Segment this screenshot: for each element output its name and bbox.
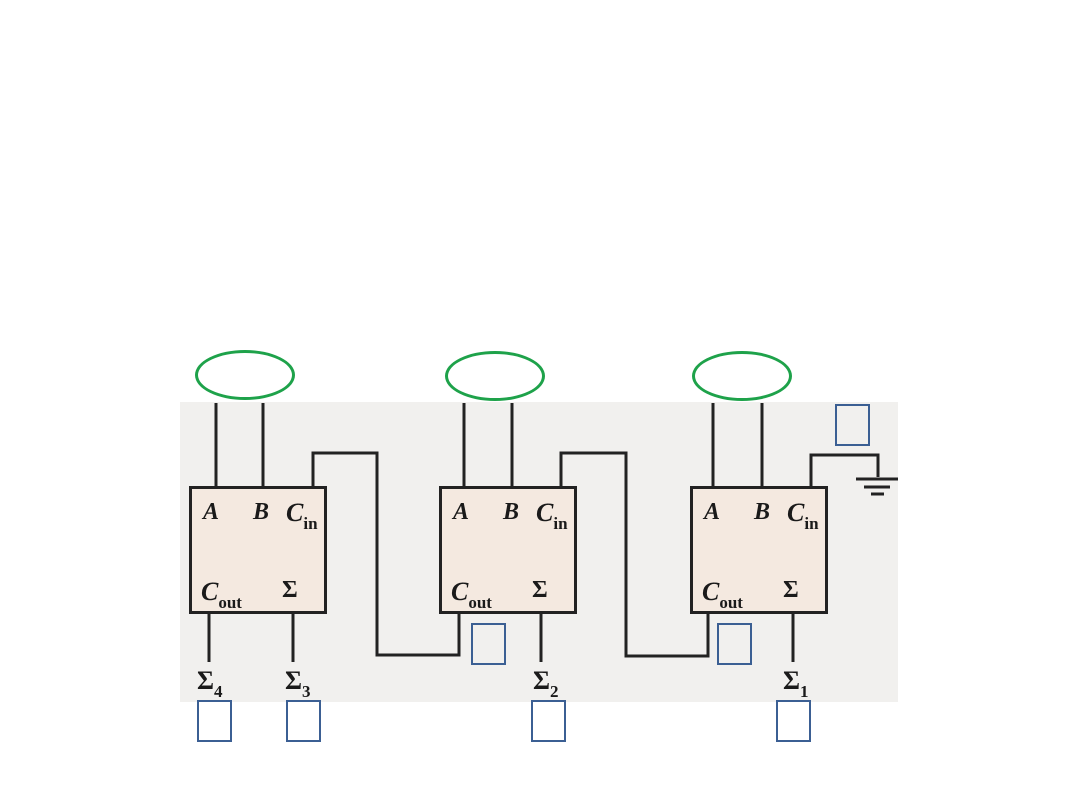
answer-box-carry-right[interactable] xyxy=(717,623,752,665)
input-oval-right[interactable] xyxy=(692,351,792,401)
answer-box-sum-4[interactable] xyxy=(197,700,232,742)
pin-b-label: B xyxy=(754,499,771,525)
output-sum-1-label: Σ1 xyxy=(783,666,809,702)
answer-box-sum-1[interactable] xyxy=(776,700,811,742)
output-sum-4-label: Σ4 xyxy=(197,666,223,702)
pin-b-label: B xyxy=(503,499,520,525)
answer-box-carry-middle[interactable] xyxy=(471,623,506,665)
pin-a-label: A xyxy=(453,499,470,525)
pin-cin-label: Cin xyxy=(787,498,819,534)
pin-cout-label: Cout xyxy=(702,577,743,613)
full-adder-right: A B Cin Cout Σ xyxy=(690,486,828,614)
pin-cin-label: Cin xyxy=(286,498,318,534)
answer-box-sum-2[interactable] xyxy=(531,700,566,742)
answer-box-ground-carry[interactable] xyxy=(835,404,870,446)
full-adder-left: A B Cin Cout Σ xyxy=(189,486,327,614)
pin-sum-label: Σ xyxy=(783,577,799,603)
full-adder-middle: A B Cin Cout Σ xyxy=(439,486,577,614)
pin-a-label: A xyxy=(203,499,220,525)
pin-cin-label: Cin xyxy=(536,498,568,534)
pin-sum-label: Σ xyxy=(282,577,298,603)
pin-b-label: B xyxy=(253,499,270,525)
pin-cout-label: Cout xyxy=(451,577,492,613)
pin-cout-label: Cout xyxy=(201,577,242,613)
pin-sum-label: Σ xyxy=(532,577,548,603)
ground-symbol xyxy=(856,477,898,496)
carry-wire-right-to-mid xyxy=(559,451,710,658)
pin-a-label: A xyxy=(704,499,721,525)
output-sum-2-label: Σ2 xyxy=(533,666,559,702)
input-oval-middle[interactable] xyxy=(445,351,545,401)
input-oval-left[interactable] xyxy=(195,350,295,400)
carry-wire-mid-to-left xyxy=(311,451,461,657)
ground-wire xyxy=(809,453,880,488)
answer-box-sum-3[interactable] xyxy=(286,700,321,742)
output-sum-3-label: Σ3 xyxy=(285,666,311,702)
